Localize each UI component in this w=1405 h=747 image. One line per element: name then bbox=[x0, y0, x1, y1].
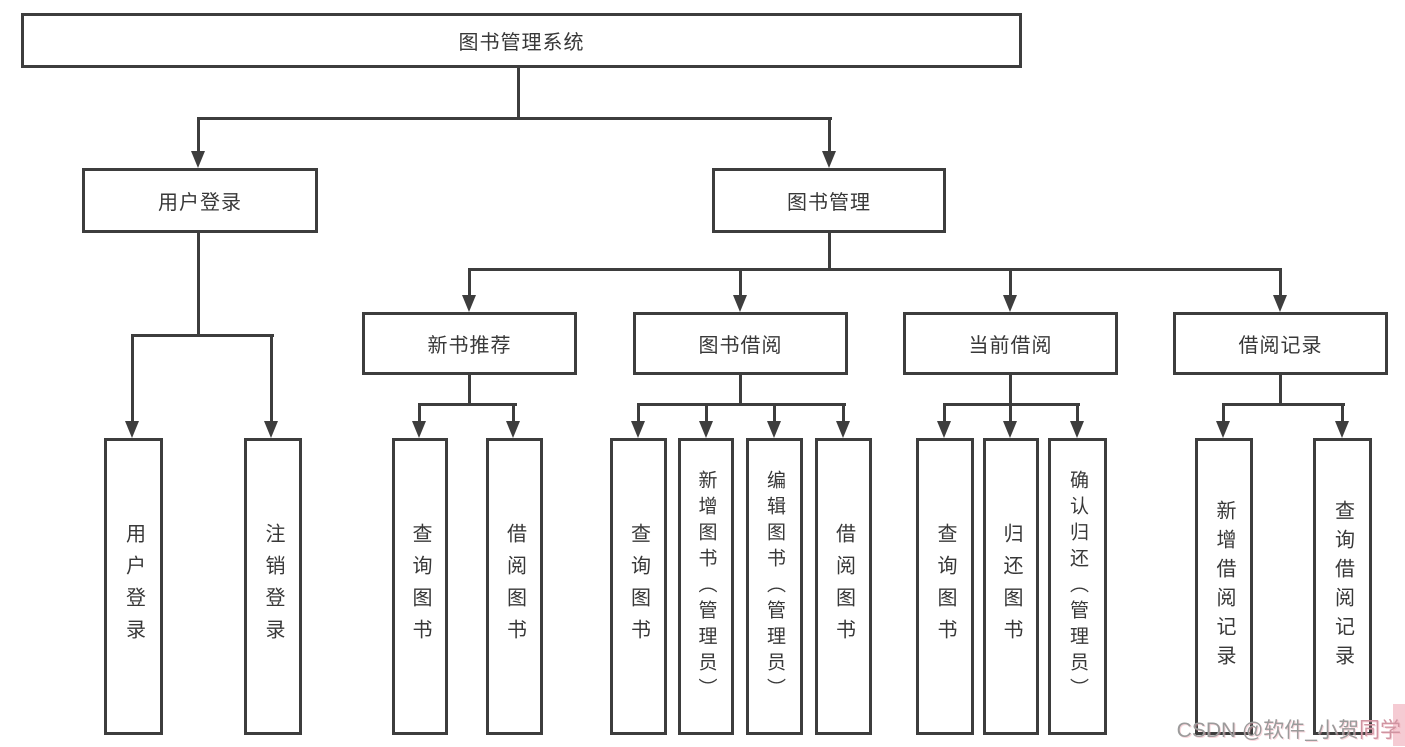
leaf-add-books-admin: 新增图书（管理员） bbox=[678, 438, 734, 735]
connector-userlogin-branch bbox=[131, 334, 274, 337]
leaf-user-login-label: 用户登录 bbox=[122, 522, 145, 651]
connector-shaft bbox=[705, 403, 708, 423]
watermark-text: CSDN @软件_小贺 bbox=[1176, 719, 1359, 742]
connector-branch bbox=[637, 403, 846, 406]
arrowhead-down bbox=[462, 295, 476, 312]
leaf-query-books-current-label: 查询图书 bbox=[934, 522, 956, 651]
leaf-confirm-return-admin-label: 确认归还（管理员） bbox=[1067, 469, 1088, 704]
connector-shaft bbox=[1009, 403, 1012, 423]
connector-bookmgmt-stem bbox=[828, 233, 831, 271]
leaf-logout: 注销登录 bbox=[244, 438, 302, 735]
watermark-text-pink: 同学 bbox=[1359, 719, 1401, 742]
arrowhead-down bbox=[1003, 295, 1017, 312]
connector-bookmgmt-branch bbox=[468, 268, 1282, 271]
connector-branch bbox=[418, 403, 517, 406]
arrowhead-down bbox=[937, 421, 951, 438]
leaf-borrow-books: 借阅图书 bbox=[815, 438, 872, 735]
connector-shaft bbox=[943, 403, 946, 423]
connector-shaft bbox=[1279, 268, 1282, 297]
leaf-query-books-recommend-label: 查询图书 bbox=[409, 522, 431, 651]
node-new-book-recommendation-label: 新书推荐 bbox=[427, 335, 512, 357]
connector-userlogin-stem bbox=[197, 233, 200, 337]
arrowhead-down bbox=[1070, 421, 1084, 438]
connector-shaft bbox=[418, 403, 421, 423]
connector-shaft bbox=[131, 334, 134, 423]
node-current-borrowing-label: 当前借阅 bbox=[968, 335, 1053, 357]
watermark-pink-strip bbox=[1393, 704, 1405, 746]
node-current-borrowing: 当前借阅 bbox=[903, 312, 1118, 375]
arrowhead-down bbox=[125, 421, 139, 438]
node-root-label: 图书管理系统 bbox=[458, 32, 585, 54]
connector-shaft bbox=[468, 268, 471, 297]
leaf-query-books-current: 查询图书 bbox=[916, 438, 974, 735]
leaf-confirm-return-admin: 确认归还（管理员） bbox=[1048, 438, 1107, 735]
leaf-return-books-label: 归还图书 bbox=[1000, 522, 1022, 651]
arrowhead-down bbox=[264, 421, 278, 438]
node-book-management: 图书管理 bbox=[712, 168, 946, 233]
leaf-return-books: 归还图书 bbox=[983, 438, 1039, 735]
arrowhead-down bbox=[1216, 421, 1230, 438]
arrowhead-down bbox=[631, 421, 645, 438]
connector-shaft bbox=[828, 117, 831, 154]
leaf-add-books-admin-label: 新增图书（管理员） bbox=[695, 469, 717, 704]
connector-shaft bbox=[270, 334, 273, 423]
node-book-management-label: 图书管理 bbox=[787, 192, 871, 214]
leaf-query-books-borrow-label: 查询图书 bbox=[627, 522, 650, 651]
arrowhead-down bbox=[1003, 421, 1017, 438]
connector-stem bbox=[468, 375, 471, 406]
connector-root-branch bbox=[197, 117, 832, 120]
connector-shaft bbox=[1222, 403, 1225, 423]
arrowhead-down bbox=[412, 421, 426, 438]
arrowhead-down bbox=[1335, 421, 1349, 438]
leaf-query-books-borrow: 查询图书 bbox=[610, 438, 667, 735]
arrowhead-down bbox=[733, 295, 747, 312]
arrowhead-down bbox=[506, 421, 520, 438]
connector-stem bbox=[1009, 375, 1012, 406]
connector-shaft bbox=[512, 403, 515, 423]
connector-stem bbox=[1279, 375, 1282, 406]
connector-shaft bbox=[1076, 403, 1079, 423]
leaf-query-borrow-record: 查询借阅记录 bbox=[1313, 438, 1372, 735]
arrowhead-down bbox=[822, 151, 836, 168]
leaf-borrow-books-recommend-label: 借阅图书 bbox=[503, 522, 526, 651]
watermark: CSDN @软件_小贺同学 bbox=[1177, 714, 1401, 744]
node-borrowing-records: 借阅记录 bbox=[1173, 312, 1388, 375]
node-new-book-recommendation: 新书推荐 bbox=[362, 312, 577, 375]
arrowhead-down bbox=[1273, 295, 1287, 312]
node-user-login-label: 用户登录 bbox=[158, 192, 242, 214]
node-book-borrowing: 图书借阅 bbox=[633, 312, 848, 375]
leaf-user-login: 用户登录 bbox=[104, 438, 163, 735]
leaf-logout-label: 注销登录 bbox=[262, 522, 284, 651]
connector-shaft bbox=[773, 403, 776, 423]
leaf-add-borrow-record: 新增借阅记录 bbox=[1195, 438, 1253, 735]
arrowhead-down bbox=[191, 151, 205, 168]
arrowhead-down bbox=[836, 421, 850, 438]
arrowhead-down bbox=[699, 421, 713, 438]
node-book-borrowing-label: 图书借阅 bbox=[698, 335, 783, 357]
connector-shaft bbox=[637, 403, 640, 423]
leaf-query-books-recommend: 查询图书 bbox=[392, 438, 448, 735]
leaf-edit-books-admin: 编辑图书（管理员） bbox=[746, 438, 803, 735]
node-user-login: 用户登录 bbox=[82, 168, 318, 233]
connector-shaft bbox=[1009, 268, 1012, 297]
leaf-edit-books-admin-label: 编辑图书（管理员） bbox=[764, 469, 785, 704]
leaf-query-borrow-record-label: 查询借阅记录 bbox=[1331, 499, 1354, 674]
arrowhead-down bbox=[767, 421, 781, 438]
connector-shaft bbox=[197, 117, 200, 154]
connector-stem bbox=[739, 375, 742, 406]
leaf-add-borrow-record-label: 新增借阅记录 bbox=[1213, 499, 1235, 674]
node-borrowing-records-label: 借阅记录 bbox=[1238, 335, 1323, 357]
connector-root-stem bbox=[517, 68, 520, 120]
connector-shaft bbox=[1341, 403, 1344, 423]
node-root-library-system: 图书管理系统 bbox=[21, 13, 1022, 68]
connector-shaft bbox=[739, 268, 742, 297]
leaf-borrow-books-label: 借阅图书 bbox=[832, 522, 855, 651]
connector-branch bbox=[1222, 403, 1345, 406]
connector-shaft bbox=[842, 403, 845, 423]
leaf-borrow-books-recommend: 借阅图书 bbox=[486, 438, 543, 735]
